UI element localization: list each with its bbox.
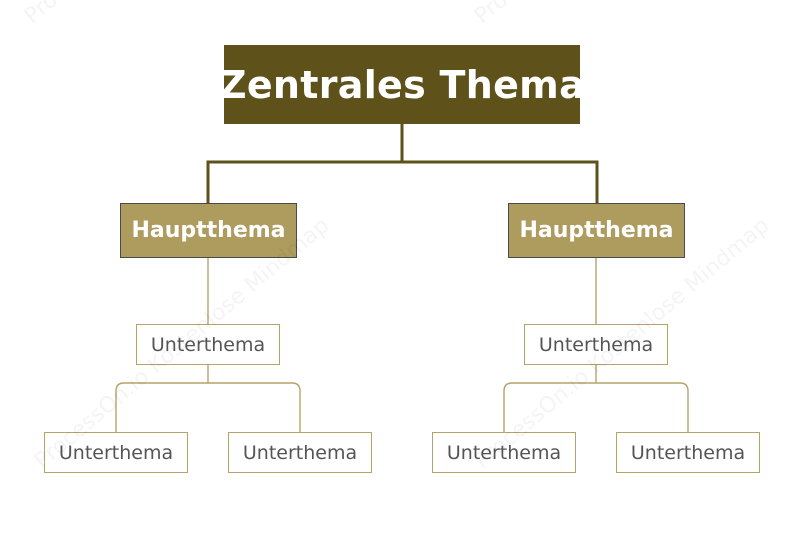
subtopic-left-child-2[interactable]: Unterthema — [228, 432, 372, 473]
subtopic-label: Unterthema — [630, 441, 746, 464]
main-topic-left[interactable]: Hauptthema — [120, 203, 297, 258]
central-topic-label: Zentrales Thema — [218, 62, 586, 107]
subtopic-label: Unterthema — [446, 441, 562, 464]
subtopic-label: Unterthema — [150, 333, 266, 356]
central-topic[interactable]: Zentrales Thema — [219, 45, 585, 124]
subtopic-left[interactable]: Unterthema — [136, 324, 280, 365]
connector-central-to-main — [206, 124, 599, 203]
subtopic-label: Unterthema — [242, 441, 358, 464]
main-topic-label: Hauptthema — [519, 218, 674, 243]
subtopic-right-child-1[interactable]: Unterthema — [432, 432, 576, 473]
subtopic-label: Unterthema — [538, 333, 654, 356]
connector-sub-left-to-children — [115, 365, 301, 432]
subtopic-label: Unterthema — [58, 441, 174, 464]
subtopic-right-child-2[interactable]: Unterthema — [616, 432, 760, 473]
subtopic-right[interactable]: Unterthema — [524, 324, 668, 365]
connector-sub-right-to-children — [503, 365, 689, 432]
main-topic-label: Hauptthema — [131, 218, 286, 243]
subtopic-left-child-1[interactable]: Unterthema — [44, 432, 188, 473]
main-topic-right[interactable]: Hauptthema — [508, 203, 685, 258]
